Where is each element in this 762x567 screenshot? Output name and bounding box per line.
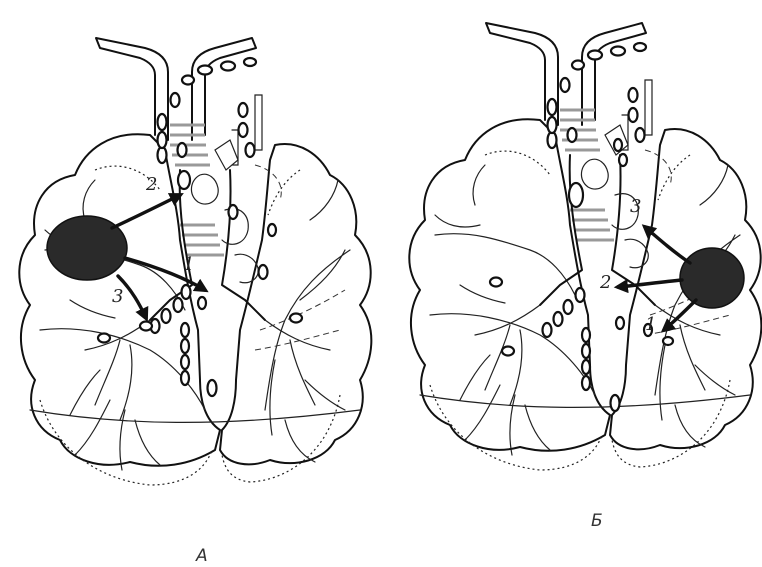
marker-2: 2 [599,272,611,293]
marker-3: 3 [112,286,123,307]
tumor-mass [680,248,744,308]
drainage-arrow-2 [112,195,180,228]
drainage-arrow-3 [645,227,690,263]
marker-1: 1 [183,254,194,275]
marker-2: 2 [145,174,157,195]
lungs-diagram [409,23,761,470]
panel-a: 2 1 3 А [19,38,371,566]
marker-3: 3 [630,196,641,217]
panel-a-label: А [195,546,208,566]
panel-b-label: Б [591,511,603,531]
lymph-node-chain [98,58,302,396]
panel-b: 3 2 1 Б [409,23,761,531]
marker-1: 1 [645,314,656,335]
